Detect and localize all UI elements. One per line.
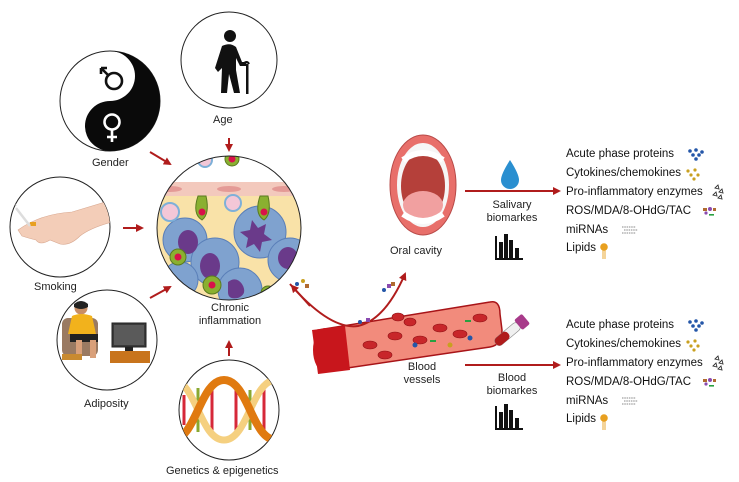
adiposity-label: Adiposity bbox=[84, 398, 129, 410]
lipid-icon bbox=[600, 414, 608, 430]
biomarker-particles bbox=[295, 279, 395, 324]
blood-biomarker-icons bbox=[600, 319, 724, 430]
list-item: Pro-inflammatory enzymes bbox=[566, 186, 703, 198]
age-factor bbox=[180, 11, 278, 109]
open-mouth-illustration bbox=[389, 134, 457, 236]
gender-label: Gender bbox=[92, 157, 129, 169]
list-item: Cytokines/chemokines bbox=[566, 338, 682, 350]
blood-vessel-illustration bbox=[312, 301, 503, 374]
blood-vessels-label: Blood vessels bbox=[392, 361, 452, 387]
list-item: Pro-inflammatory enzymes bbox=[566, 357, 703, 369]
salivary-label-line2: biomarkes bbox=[486, 212, 538, 224]
triangles-icon bbox=[712, 184, 724, 200]
dna-helix-icon bbox=[179, 375, 279, 445]
bar-chart-icon-salivary bbox=[495, 234, 523, 260]
list-item: miRNAs bbox=[566, 224, 609, 236]
list-item: Acute phase proteins bbox=[566, 319, 675, 331]
blood-biomarkers-label: Blood biomarkes bbox=[480, 372, 544, 398]
list-item: Cytokines/chemokines bbox=[566, 167, 682, 179]
female-symbol-icon bbox=[103, 113, 121, 142]
bar-chart-icon-blood bbox=[495, 404, 523, 430]
list-item: miRNAs bbox=[566, 395, 609, 407]
center-label-line1: Chronic bbox=[211, 302, 249, 314]
list-item: Lipids bbox=[566, 413, 597, 425]
salivary-label-line1: Salivary bbox=[492, 199, 532, 211]
smoking-factor bbox=[9, 176, 111, 278]
blue-dots-icon bbox=[688, 319, 704, 332]
arrow-blood-to-center-and-oral bbox=[289, 272, 407, 328]
arrow-adiposity bbox=[149, 286, 172, 299]
oral-cavity-label: Oral cavity bbox=[390, 245, 442, 257]
adiposity-factor bbox=[56, 289, 158, 391]
male-symbol-icon bbox=[99, 66, 124, 91]
elderly-person-icon bbox=[215, 30, 250, 94]
factor-arrows bbox=[123, 138, 233, 356]
blood-label-line1: Blood bbox=[497, 372, 527, 384]
chronic-inflammation-illustration bbox=[156, 155, 302, 301]
salivary-biomarker-icons bbox=[600, 148, 724, 259]
saliva-drop-icon bbox=[501, 160, 519, 189]
center-label-line2: inflammation bbox=[198, 315, 262, 327]
colored-shapes-icon bbox=[703, 378, 716, 387]
triangles-icon bbox=[712, 355, 724, 371]
chronic-inflammation-label: Chronic inflammation bbox=[190, 302, 270, 328]
yellow-dots-icon bbox=[686, 339, 700, 352]
mirna-strands-icon bbox=[622, 397, 638, 405]
salivary-biomarkers-label: Salivary biomarkes bbox=[480, 199, 544, 225]
genetics-label: Genetics & epigenetics bbox=[166, 465, 279, 477]
yellow-dots-icon bbox=[686, 168, 700, 181]
genetics-factor bbox=[178, 359, 280, 461]
lipid-icon bbox=[600, 243, 608, 259]
colored-shapes-icon bbox=[703, 207, 716, 216]
blood-label-line2: biomarkes bbox=[486, 385, 538, 397]
age-label: Age bbox=[213, 114, 233, 126]
list-item: Lipids bbox=[566, 242, 597, 254]
smoking-label: Smoking bbox=[34, 281, 77, 293]
mirna-strands-icon bbox=[622, 226, 638, 234]
list-item: ROS/MDA/8-OHdG/TAC bbox=[566, 376, 692, 388]
blood-vessels-line2: vessels bbox=[403, 374, 441, 386]
arrow-gender bbox=[149, 151, 172, 166]
gender-factor bbox=[59, 50, 161, 152]
blue-dots-icon bbox=[688, 148, 704, 161]
list-item: ROS/MDA/8-OHdG/TAC bbox=[566, 205, 692, 217]
blood-tube-icon bbox=[494, 314, 530, 346]
list-item: Acute phase proteins bbox=[566, 148, 675, 160]
blood-vessels-line1: Blood bbox=[407, 361, 437, 373]
sedentary-person-icon bbox=[62, 301, 150, 363]
